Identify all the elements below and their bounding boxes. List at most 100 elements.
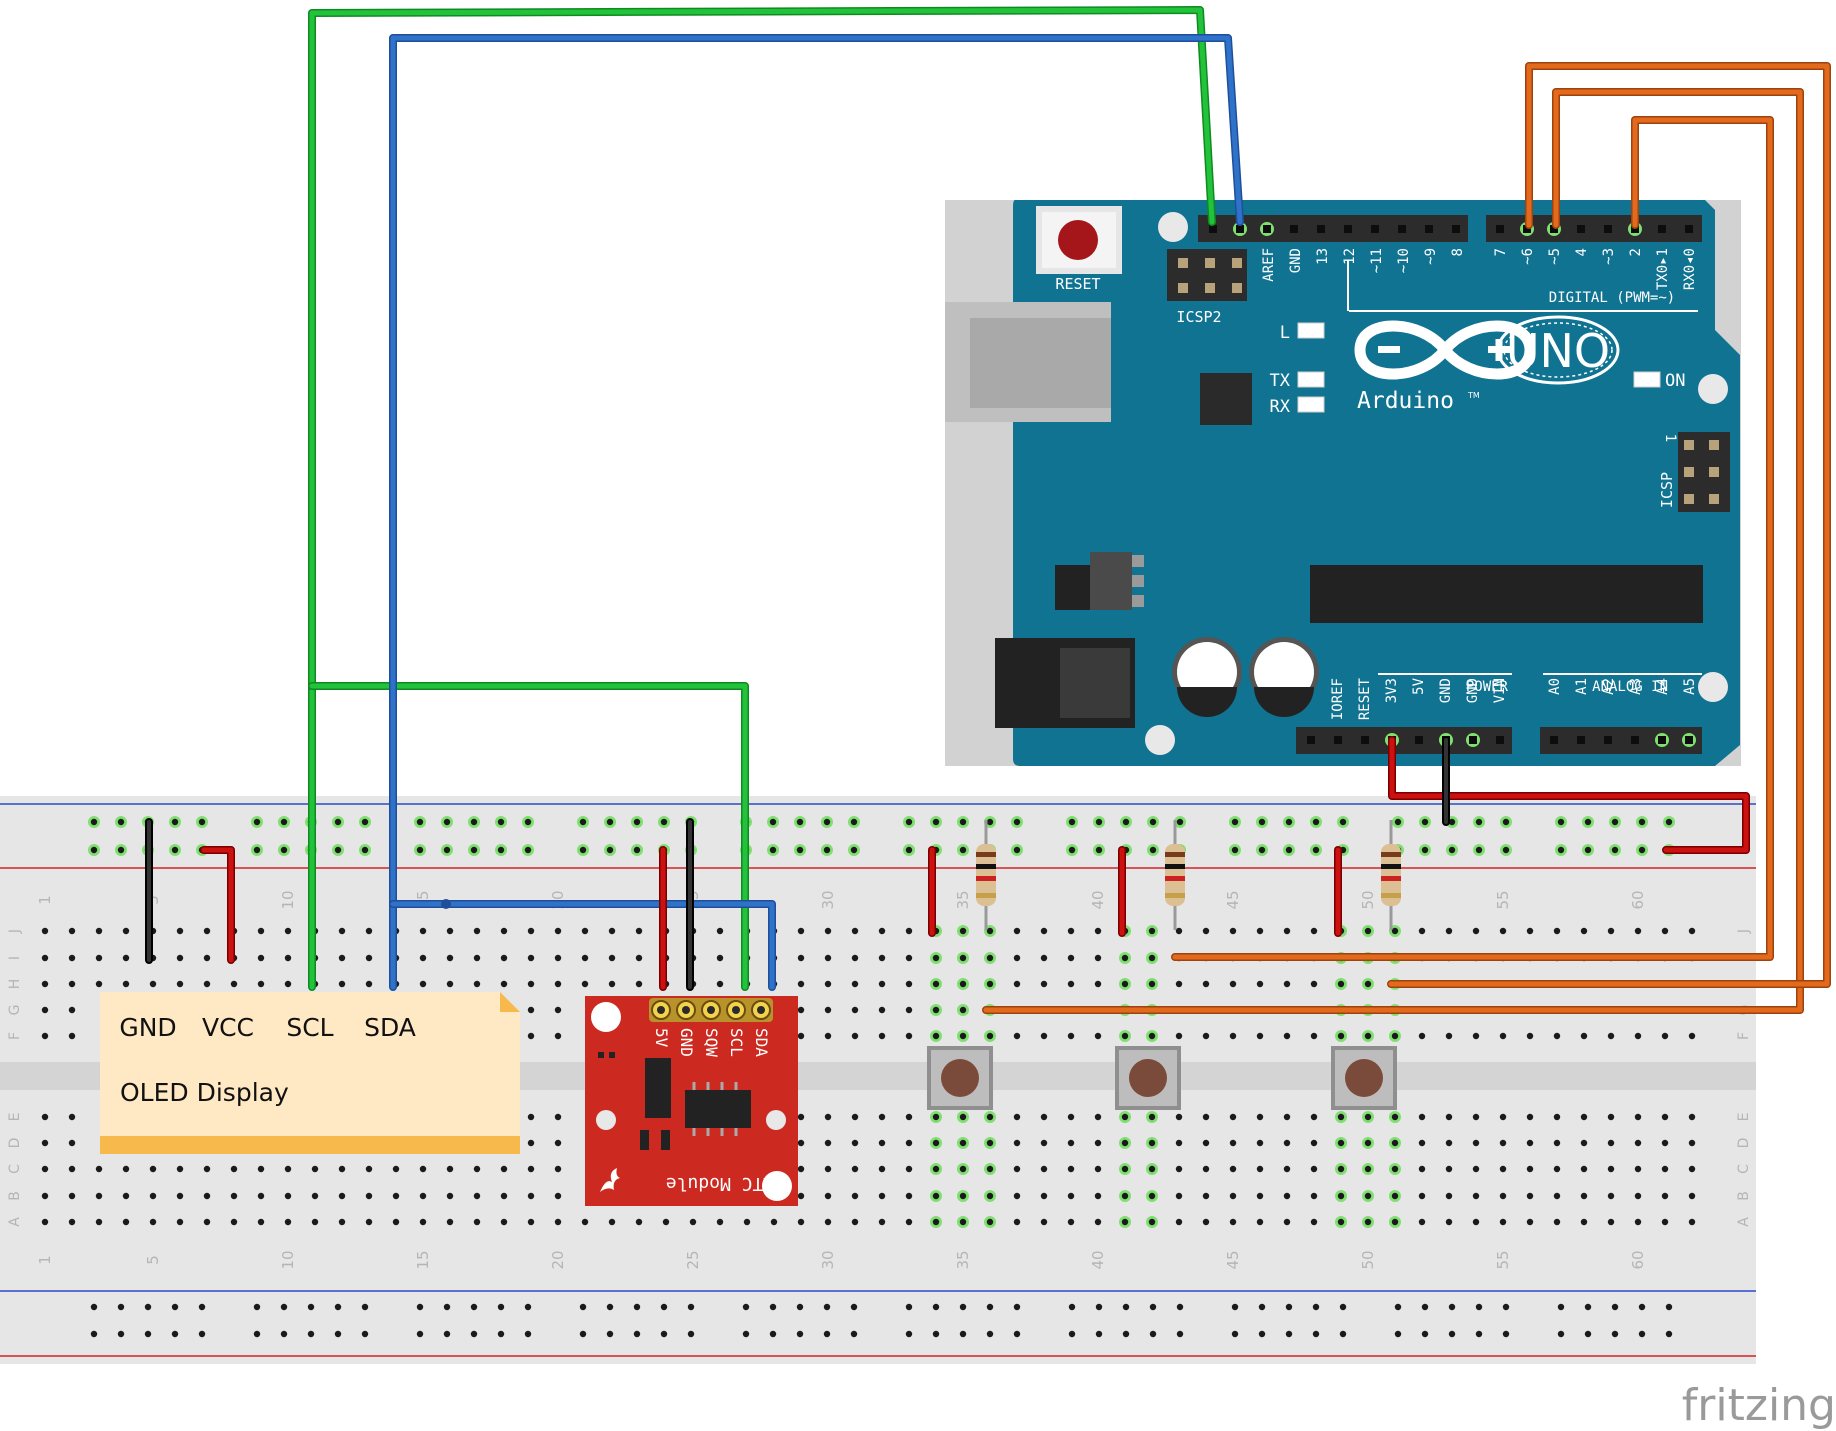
breadboard-hole: [824, 1218, 832, 1226]
breadboard-hole: [365, 954, 373, 962]
breadboard-hole: [338, 1218, 346, 1226]
uno-label: UNO: [1506, 324, 1610, 378]
rail-hole: [1665, 1303, 1673, 1311]
pin-label: GND: [1288, 248, 1304, 273]
breadboard-hole: [851, 1032, 859, 1040]
rail-hole: [1258, 846, 1266, 854]
breadboard-hole: [905, 1113, 913, 1121]
rail-hole: [633, 846, 641, 854]
column-number-top: 50: [1359, 890, 1377, 909]
header-socket: [1290, 225, 1298, 233]
breadboard-hole: [959, 1006, 967, 1014]
breadboard-hole: [1526, 927, 1534, 935]
push-button-2[interactable]: [1115, 1046, 1181, 1110]
breadboard-hole: [554, 980, 562, 988]
column-number-bottom: 25: [684, 1250, 702, 1269]
column-number-bottom: 50: [1359, 1250, 1377, 1269]
breadboard-hole: [1391, 1032, 1399, 1040]
row-letter: E: [1736, 1113, 1752, 1122]
row-letter: A: [1736, 1217, 1752, 1227]
breadboard-hole: [1121, 1139, 1129, 1147]
rail-hole: [1584, 846, 1592, 854]
rail-hole: [1638, 1303, 1646, 1311]
reset-button-cap[interactable]: [1058, 220, 1098, 260]
breadboard-hole: [1283, 1032, 1291, 1040]
breadboard-hole: [68, 954, 76, 962]
breadboard-hole: [1499, 1218, 1507, 1226]
breadboard-hole: [1553, 1218, 1561, 1226]
breadboard-hole: [122, 980, 130, 988]
breadboard-hole: [959, 1165, 967, 1173]
rail-hole: [1149, 818, 1157, 826]
resistor-1: [976, 820, 996, 930]
breadboard-hole: [986, 1165, 994, 1173]
push-button-1[interactable]: [927, 1046, 993, 1110]
rail-hole: [524, 1303, 532, 1311]
breadboard-hole: [986, 1192, 994, 1200]
breadboard-hole: [878, 1218, 886, 1226]
rtc-pin-sqw-label: SQW: [702, 1028, 721, 1057]
header-socket: [1415, 736, 1423, 744]
breadboard-hole: [95, 927, 103, 935]
digital-header-right: [1486, 215, 1702, 242]
breadboard-hole: [797, 927, 805, 935]
rail-hole: [1421, 846, 1429, 854]
column-number-bottom: 5: [144, 1255, 162, 1265]
breadboard-hole: [1391, 1165, 1399, 1173]
breadboard-hole: [365, 1218, 373, 1226]
rail-hole: [334, 846, 342, 854]
breadboard-hole: [1148, 927, 1156, 935]
rail-hole: [796, 1330, 804, 1338]
breadboard-hole: [1067, 1113, 1075, 1121]
pin-label: GND: [1465, 678, 1481, 703]
breadboard-hole: [635, 1218, 643, 1226]
breadboard-hole: [1364, 1113, 1372, 1121]
row-letter: E: [7, 1113, 23, 1122]
rail-hole: [253, 846, 261, 854]
breadboard-hole: [716, 927, 724, 935]
breadboard-hole: [1661, 1192, 1669, 1200]
breadboard-hole: [1661, 1165, 1669, 1173]
oled-strip: [100, 1136, 520, 1154]
rail-hole: [986, 1330, 994, 1338]
breadboard-hole: [1337, 1192, 1345, 1200]
breadboard-hole: [1148, 1032, 1156, 1040]
breadboard-hole: [1040, 1113, 1048, 1121]
breadboard-hole: [878, 1032, 886, 1040]
column-number-bottom: 10: [279, 1250, 297, 1269]
breadboard-hole: [905, 927, 913, 935]
breadboard-hole: [1607, 1139, 1615, 1147]
breadboard-hole: [932, 1218, 940, 1226]
breadboard-hole: [851, 1218, 859, 1226]
breadboard-hole: [1553, 1032, 1561, 1040]
breadboard-hole: [1094, 927, 1102, 935]
breadboard-hole: [905, 1218, 913, 1226]
breadboard-hole: [1634, 1218, 1642, 1226]
rail-hole: [1475, 1330, 1483, 1338]
breadboard-hole: [1634, 927, 1642, 935]
rail-hole: [1502, 1330, 1510, 1338]
rail-hole: [497, 818, 505, 826]
push-button-3[interactable]: [1331, 1046, 1397, 1110]
breadboard-hole: [95, 1192, 103, 1200]
rail-hole: [361, 818, 369, 826]
digital-header-label: DIGITAL (PWM=~): [1549, 290, 1675, 306]
breadboard-hole: [1175, 1192, 1183, 1200]
breadboard-hole: [1688, 1139, 1696, 1147]
rail-hole: [1638, 846, 1646, 854]
breadboard-hole: [932, 1113, 940, 1121]
rail-hole: [307, 1330, 315, 1338]
rail-hole: [579, 846, 587, 854]
rail-hole: [1231, 818, 1239, 826]
column-number-bottom: 55: [1494, 1250, 1512, 1269]
breadboard-hole: [959, 1218, 967, 1226]
breadboard-hole: [1310, 1139, 1318, 1147]
breadboard-hole: [1202, 1218, 1210, 1226]
breadboard-hole: [473, 1192, 481, 1200]
breadboard-hole: [716, 1218, 724, 1226]
rail-hole: [1095, 1330, 1103, 1338]
breadboard-hole: [311, 1165, 319, 1173]
rail-hole: [1231, 1303, 1239, 1311]
icsp-pin1-label: 1: [1662, 434, 1678, 442]
